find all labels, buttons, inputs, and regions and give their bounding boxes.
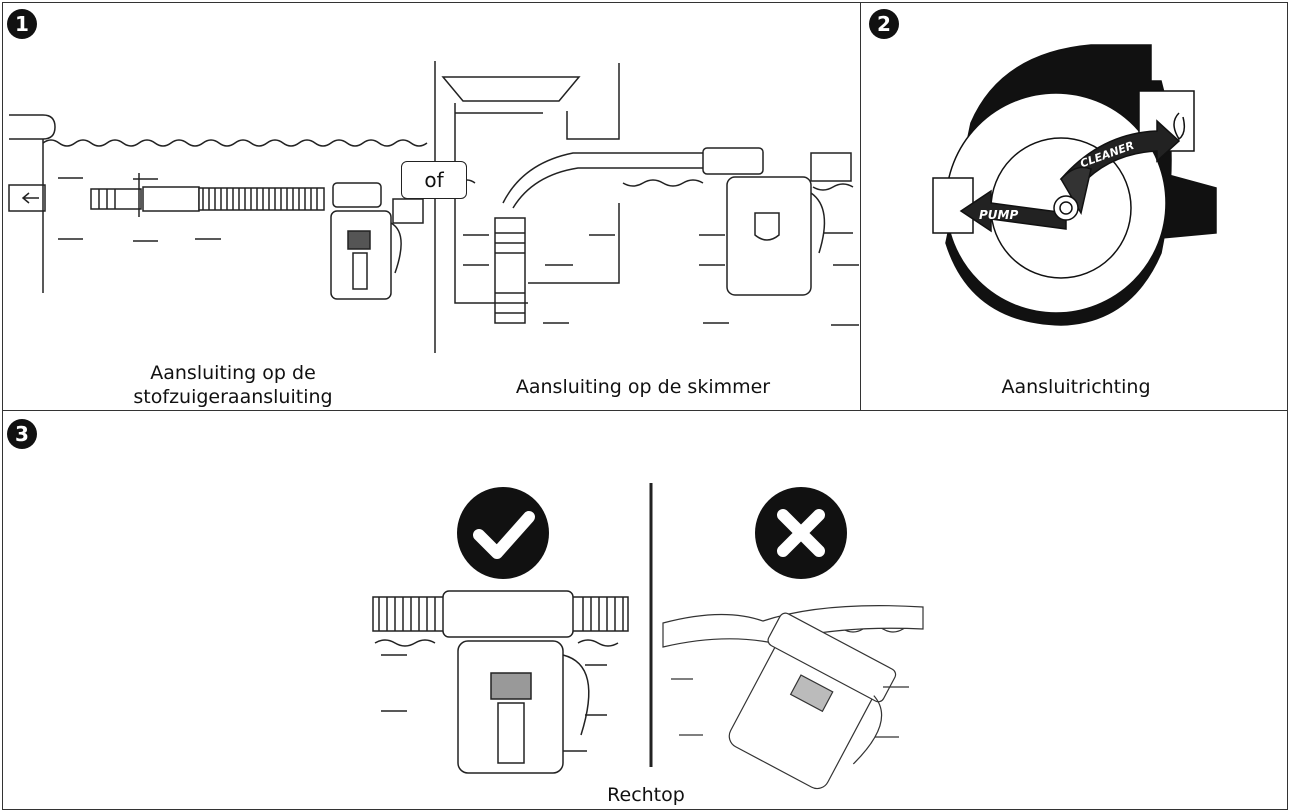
caption-direction: Aansluitrichting (1001, 376, 1151, 398)
panel-connection-types: 1 (2, 2, 862, 412)
caption-vacuum-line2: stofzuigeraansluiting (133, 386, 333, 408)
caption-skimmer-connection: Aansluiting op de skimmer (515, 376, 771, 398)
direction-illustration: CLEANER PUMP (932, 44, 1217, 326)
connection-illustrations (8, 61, 859, 353)
step-number-3: 3 (7, 419, 37, 449)
step-number-2: 2 (869, 9, 899, 39)
caption-vacuum-connection: Aansluiting op de stofzuigeraansluiting (103, 361, 363, 409)
skimmer-connection-drawing (434, 61, 859, 353)
tilted-canister-drawing (662, 605, 924, 790)
upright-canister-drawing (372, 590, 629, 774)
check-mark-icon (457, 487, 549, 579)
step-number-1: 1 (7, 9, 37, 39)
panel-upright-orientation: 3 (2, 410, 1288, 810)
cross-mark-icon (755, 487, 847, 579)
pump-arrow-label: PUMP (979, 208, 1018, 222)
caption-upright: Rechtop (607, 784, 685, 806)
or-connector-label: of (401, 161, 467, 199)
vacuum-connection-drawing (8, 114, 428, 300)
orientation-illustration (372, 483, 924, 790)
caption-vacuum-line1: Aansluiting op de (150, 362, 316, 384)
panel-connection-direction: 2 CLEANER PUMP Aansluitrichting (860, 2, 1288, 412)
